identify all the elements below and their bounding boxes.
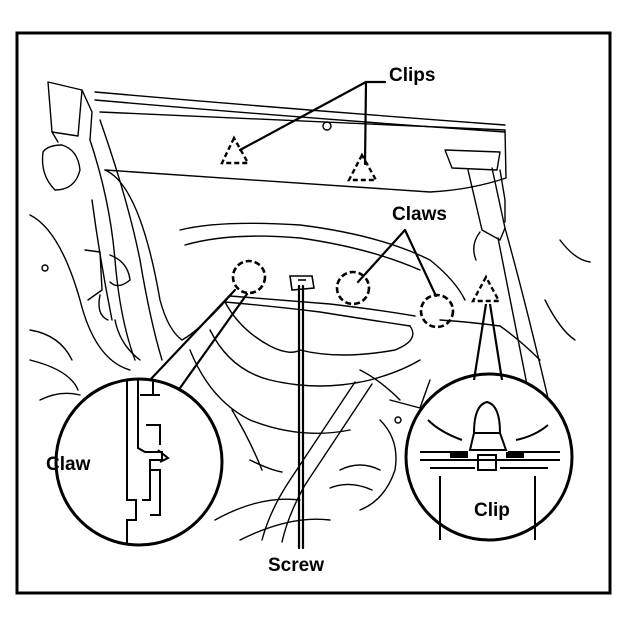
clip-detail-circle xyxy=(404,372,574,542)
dashed-triangle-icon xyxy=(347,152,379,182)
claw-markers xyxy=(231,259,455,329)
clip-detail-leaders xyxy=(472,303,504,381)
dashed-triangle-icon xyxy=(220,135,251,165)
vehicle-body-lines xyxy=(29,81,591,543)
clip-markers xyxy=(220,135,502,303)
claw-detail-label: Claw xyxy=(46,454,91,475)
diagram-border xyxy=(15,31,612,595)
dashed-triangle-icon xyxy=(470,274,502,303)
claws-label: Claws xyxy=(392,204,447,225)
claw-detail-circle xyxy=(54,377,224,547)
dashed-circle-icon xyxy=(335,270,371,306)
screw-detail xyxy=(289,275,315,291)
clips-label: Clips xyxy=(389,65,436,86)
dashed-circle-icon xyxy=(231,259,267,295)
leader-lines xyxy=(148,80,438,550)
screw-label: Screw xyxy=(268,555,324,576)
clip-detail-label: Clip xyxy=(474,500,510,521)
dashed-circle-icon xyxy=(419,293,455,329)
